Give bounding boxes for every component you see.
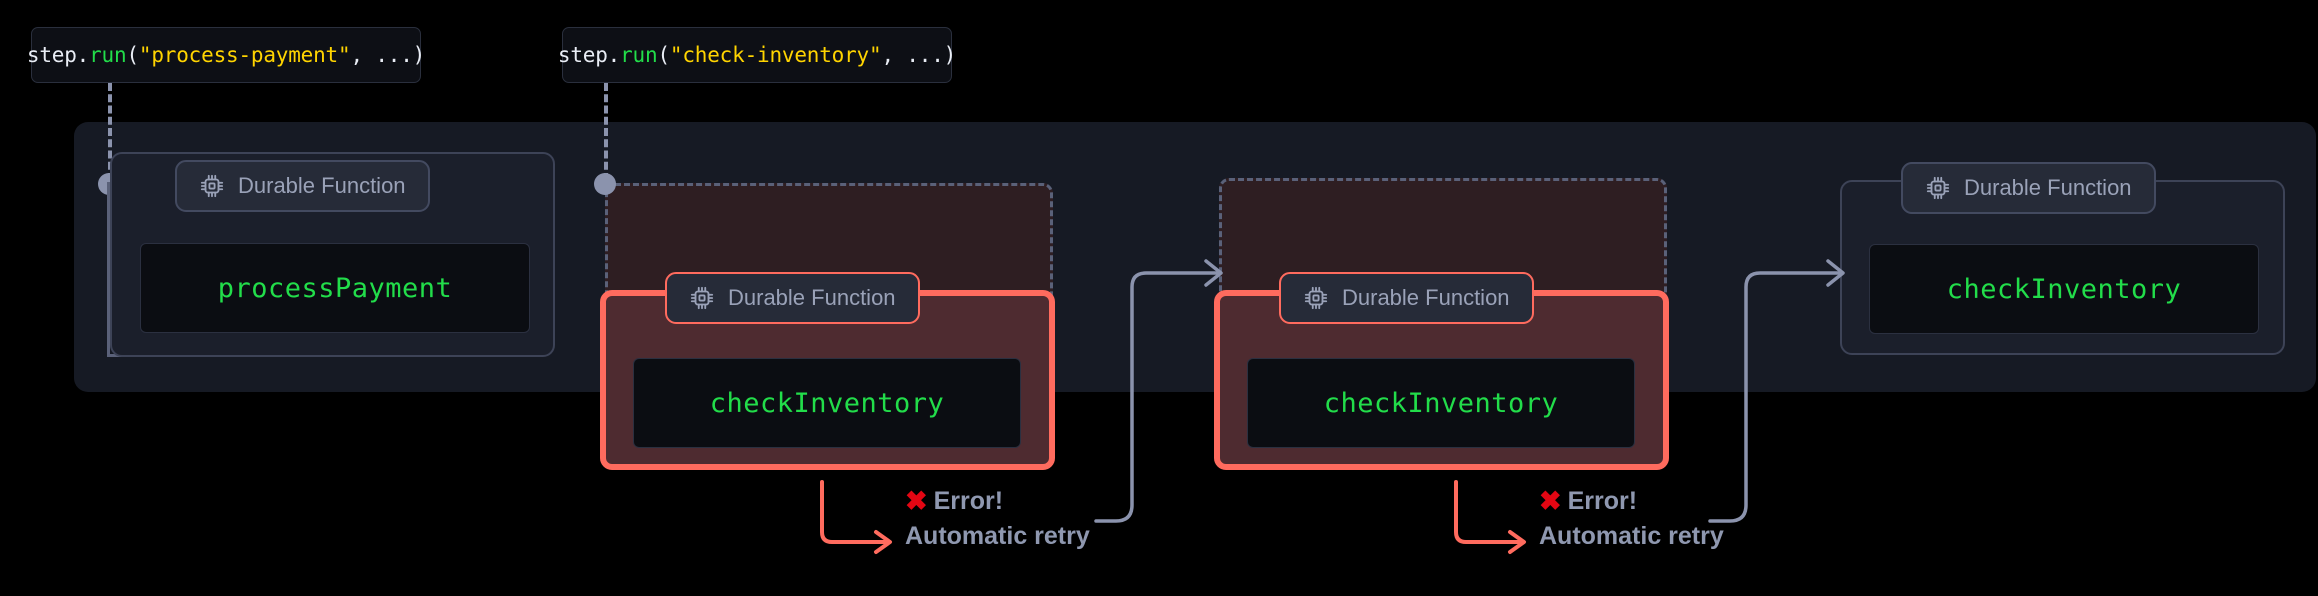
step-1-function-name: processPayment — [140, 243, 530, 333]
error-2-subtitle: Automatic retry — [1539, 522, 1724, 550]
step-3-badge: Durable Function — [1279, 272, 1534, 324]
callout-token: "process-payment" — [138, 43, 351, 67]
error-2-text: ✖ Error! Automatic retry — [1539, 487, 1724, 551]
step-3-to-step-4-wire — [1708, 259, 1845, 523]
callout-token: ( — [126, 43, 139, 67]
cpu-icon — [199, 173, 225, 199]
callout-process-payment: step.run("process-payment", ...) — [27, 27, 425, 83]
error-x-icon: ✖ — [905, 486, 928, 516]
callout-connector-dot-2 — [594, 173, 616, 195]
callout-token: , ...) — [881, 43, 957, 67]
callout-token: step. — [557, 43, 621, 67]
error-1-subtitle: Automatic retry — [905, 522, 1090, 550]
error-x-icon: ✖ — [1539, 486, 1562, 516]
step-4-function-name: checkInventory — [1869, 244, 2259, 334]
step-2-badge-label: Durable Function — [728, 285, 896, 310]
error-2-title: Error! — [1567, 487, 1638, 515]
step-1-badge-label: Durable Function — [238, 173, 406, 198]
step-1-badge: Durable Function — [175, 160, 430, 212]
callout-token: run — [620, 43, 658, 67]
callout-token: "check-inventory" — [669, 43, 882, 67]
callout-connector-line-1 — [108, 83, 112, 181]
step-2-badge: Durable Function — [665, 272, 920, 324]
cpu-icon — [1925, 175, 1951, 201]
callout-token: ( — [657, 43, 670, 67]
step-3-badge-label: Durable Function — [1342, 285, 1510, 310]
callout-check-inventory: step.run("check-inventory", ...) — [558, 27, 956, 83]
cpu-icon — [1303, 285, 1329, 311]
step-2-to-step-3-wire — [1094, 259, 1223, 523]
cpu-icon — [689, 285, 715, 311]
error-1-title: Error! — [933, 487, 1004, 515]
error-1-text: ✖ Error! Automatic retry — [905, 487, 1090, 551]
step-3-retry-arrow — [1454, 480, 1526, 554]
callout-connector-line-2 — [604, 83, 608, 181]
step-2-function-name: checkInventory — [633, 358, 1021, 448]
step-2-retry-arrow — [820, 480, 892, 554]
step-1-connector-v — [107, 182, 110, 357]
step-3-function-name: checkInventory — [1247, 358, 1635, 448]
step-4-badge-label: Durable Function — [1964, 175, 2132, 200]
callout-token: step. — [26, 43, 90, 67]
callout-token: run — [89, 43, 127, 67]
callout-token: , ...) — [350, 43, 426, 67]
step-4-badge: Durable Function — [1901, 162, 2156, 214]
